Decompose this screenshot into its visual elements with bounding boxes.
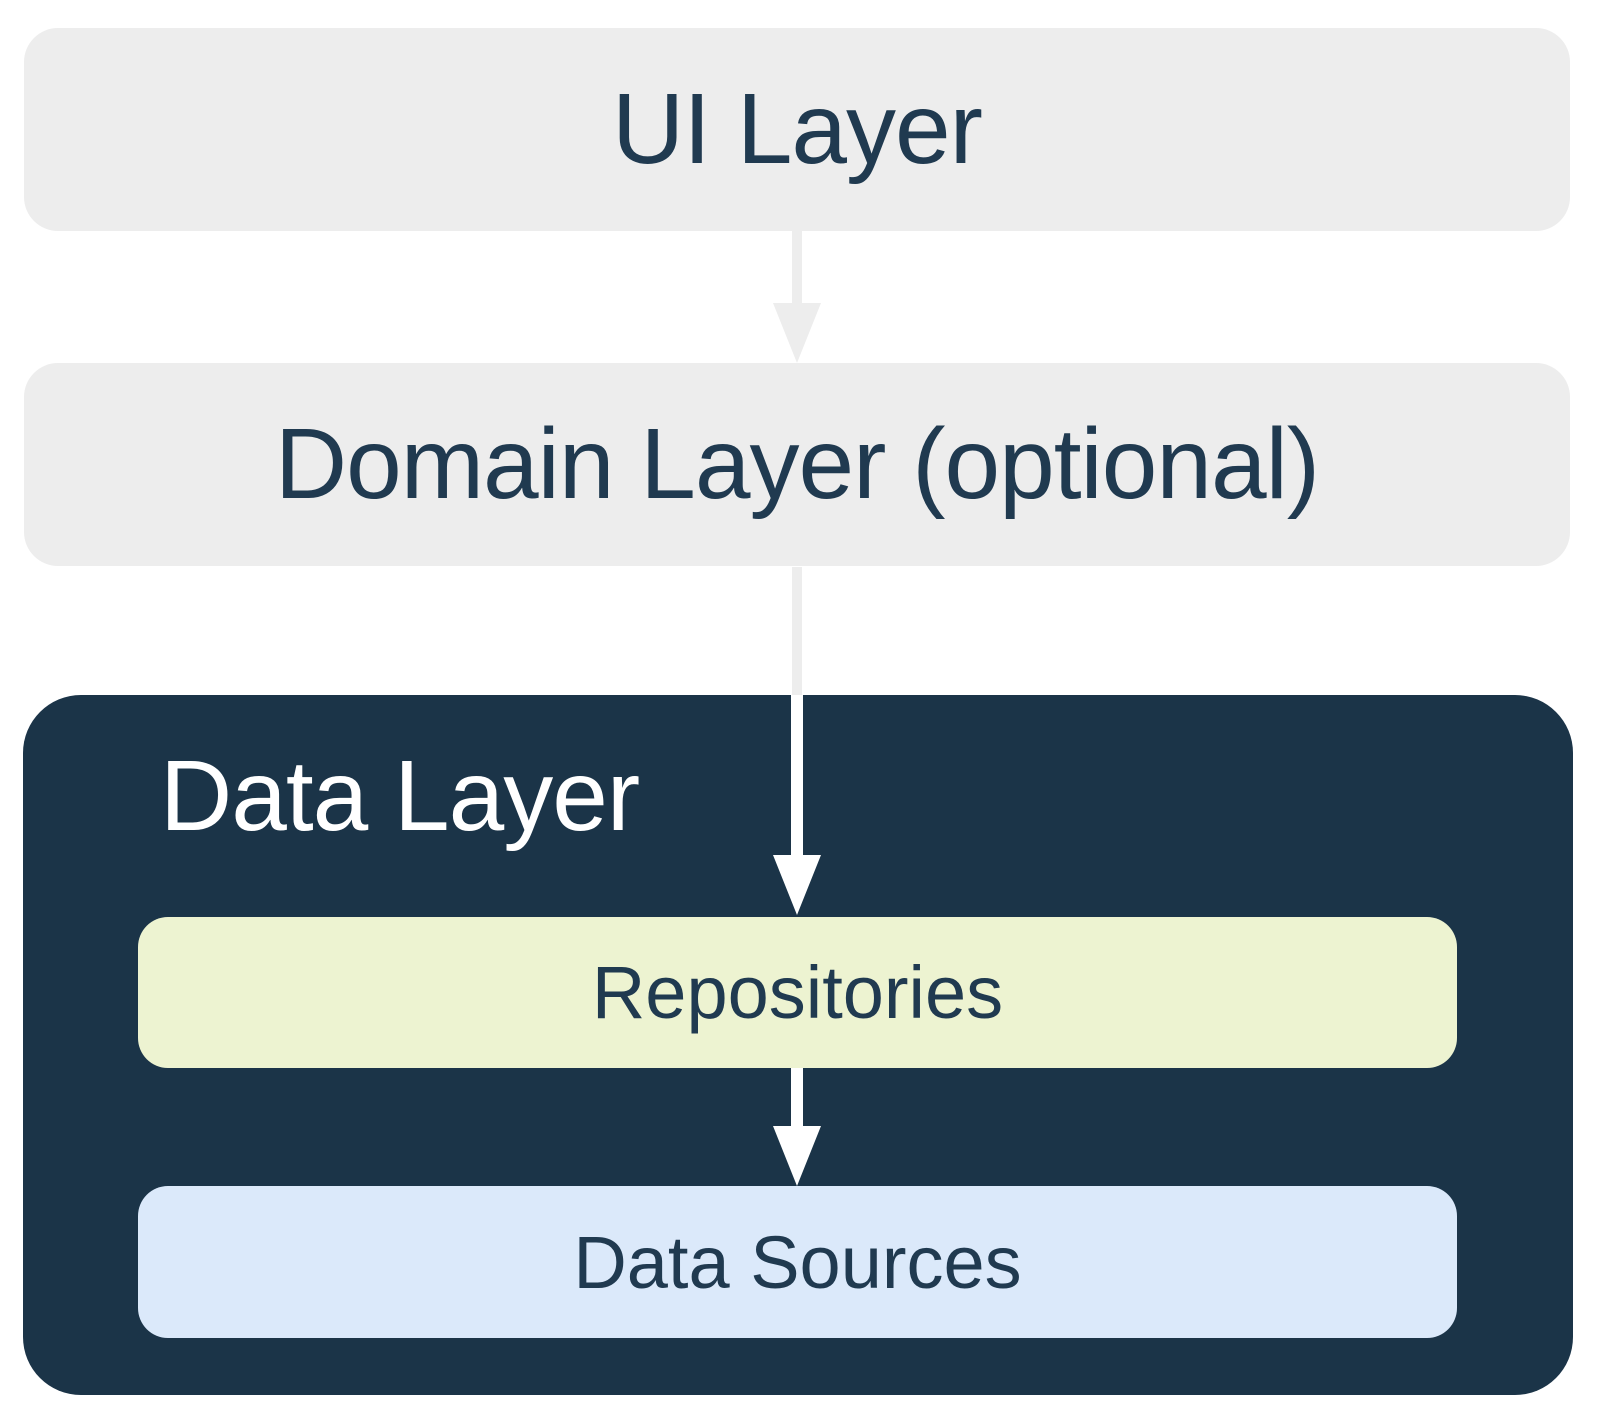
repositories-label: Repositories xyxy=(591,951,1004,1034)
arrow-shaft xyxy=(791,1068,803,1126)
data-sources-box: Data Sources xyxy=(138,1186,1457,1338)
repositories-box: Repositories xyxy=(138,917,1457,1068)
arrow-down-icon xyxy=(773,1126,821,1186)
data-layer-label: Data Layer xyxy=(160,740,640,852)
ui-layer-label: UI Layer xyxy=(612,73,983,185)
arrow-shaft xyxy=(791,695,803,856)
arrow-shaft xyxy=(792,230,802,304)
arrow-down-icon xyxy=(773,855,821,915)
data-sources-label: Data Sources xyxy=(573,1220,1022,1304)
ui-layer-box: UI Layer xyxy=(24,28,1570,231)
arrow-shaft xyxy=(792,567,802,697)
arrow-down-icon xyxy=(773,303,821,363)
domain-layer-label: Domain Layer (optional) xyxy=(274,408,1320,520)
domain-layer-box: Domain Layer (optional) xyxy=(24,363,1570,566)
